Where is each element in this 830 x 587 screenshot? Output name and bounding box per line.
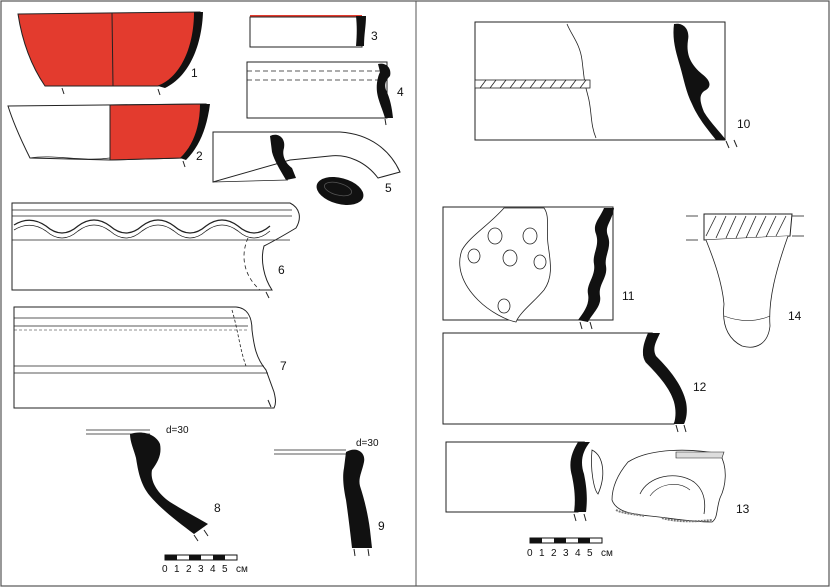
svg-text:1: 1 bbox=[174, 564, 180, 575]
svg-text:1: 1 bbox=[539, 548, 545, 559]
figure-7-rim: 7 bbox=[13, 306, 287, 409]
figure-12-profile: 12 bbox=[442, 332, 707, 433]
figure-8-diameter: d=30 bbox=[166, 425, 189, 436]
figure-3-rim: 3 bbox=[249, 15, 378, 48]
figure-13-profile: 13 bbox=[445, 441, 750, 523]
svg-text:2: 2 bbox=[186, 564, 192, 575]
figure-5-rim-handle: 5 bbox=[212, 131, 401, 206]
figure-14-label: 14 bbox=[788, 309, 802, 323]
svg-text:5: 5 bbox=[587, 548, 593, 559]
scale-right-unit: см bbox=[601, 548, 613, 559]
figure-6-rim-wavy: 6 bbox=[11, 202, 300, 299]
svg-text:4: 4 bbox=[210, 564, 216, 575]
figure-11-label: 11 bbox=[622, 289, 635, 303]
figure-6-label: 6 bbox=[278, 263, 285, 277]
figure-8-label: 8 bbox=[214, 501, 221, 515]
figure-14-profile: 14 bbox=[686, 213, 804, 348]
figure-11-profile: 11 bbox=[442, 206, 635, 330]
scale-left-unit: см bbox=[236, 564, 248, 575]
svg-text:2: 2 bbox=[551, 548, 557, 559]
figure-10-profile: 10 bbox=[474, 21, 751, 149]
figure-4-label: 4 bbox=[397, 85, 404, 99]
figure-2-label: 2 bbox=[196, 149, 203, 163]
figure-9-diameter: d=30 bbox=[356, 438, 379, 449]
figure-7-label: 7 bbox=[280, 359, 287, 373]
svg-text:0: 0 bbox=[527, 548, 533, 559]
figure-1-label: 1 bbox=[191, 66, 198, 80]
scale-bar-left: 0 1 2 3 4 5 см bbox=[162, 554, 248, 575]
svg-text:3: 3 bbox=[198, 564, 204, 575]
figure-3-label: 3 bbox=[371, 29, 378, 43]
figure-4-rim: 4 bbox=[246, 61, 404, 126]
figure-13-label: 13 bbox=[736, 502, 750, 516]
figure-9-rim-section: d=30 9 bbox=[274, 438, 385, 557]
svg-text:5: 5 bbox=[222, 564, 228, 575]
figure-12-label: 12 bbox=[693, 380, 707, 394]
svg-text:0: 0 bbox=[162, 564, 168, 575]
figure-5-label: 5 bbox=[385, 181, 392, 195]
figure-1-bowl: 1 bbox=[17, 11, 203, 96]
scale-bar-right: 0 1 2 3 4 5 см bbox=[527, 537, 613, 559]
figure-2-bowl: 2 bbox=[7, 103, 210, 168]
figure-10-label: 10 bbox=[737, 117, 751, 131]
svg-text:4: 4 bbox=[575, 548, 581, 559]
figure-9-label: 9 bbox=[378, 519, 385, 533]
figure-8-rim-section: d=30 8 bbox=[86, 425, 221, 542]
svg-text:3: 3 bbox=[563, 548, 569, 559]
